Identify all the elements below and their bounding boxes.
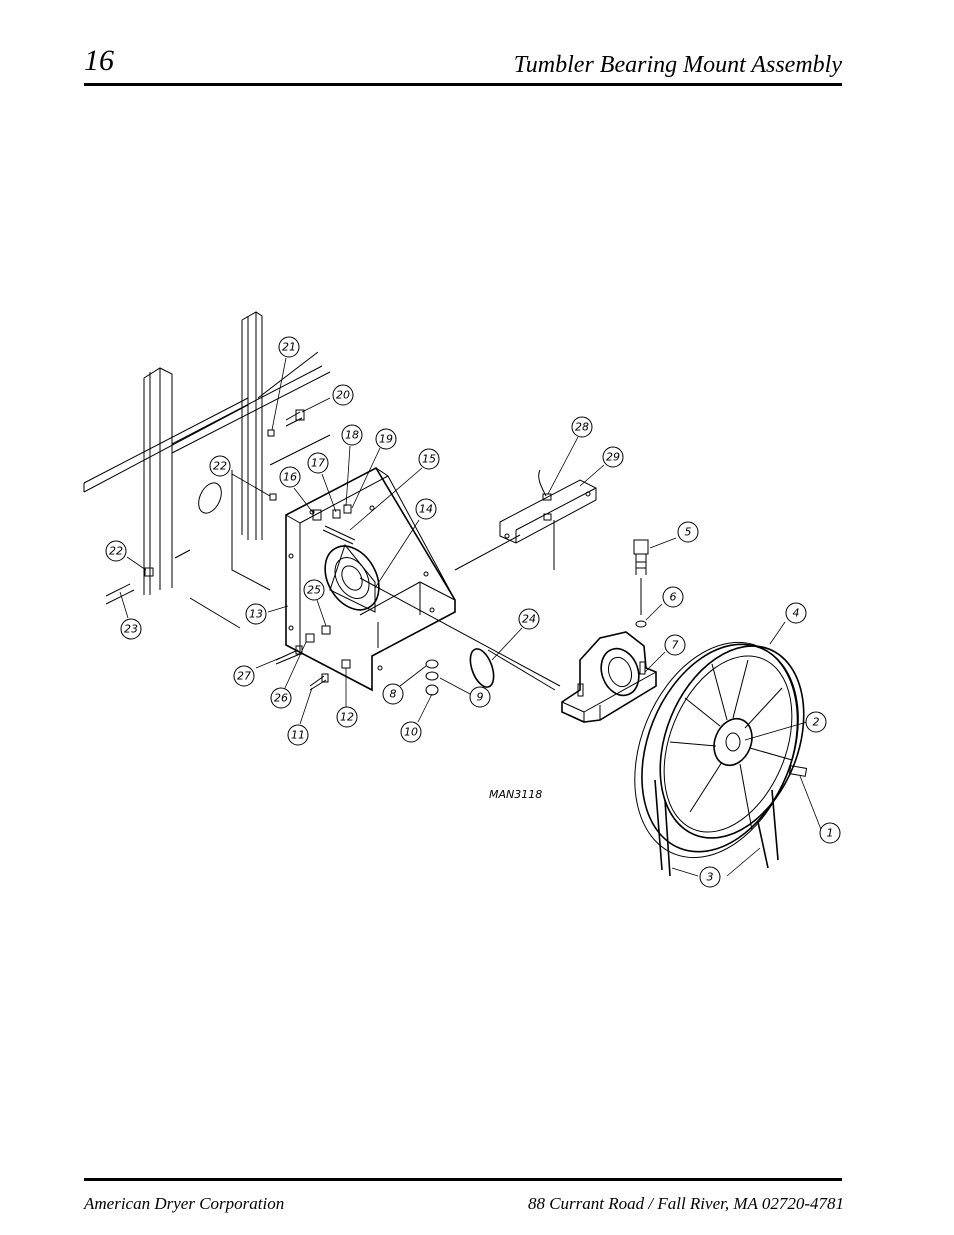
callout-14: 14 [415,498,437,520]
svg-text:9: 9 [477,691,484,704]
callout-3: 3 [699,866,721,888]
footer-company: American Dryer Corporation [84,1194,285,1213]
callout-13: 13 [245,603,267,625]
svg-text:6: 6 [670,591,677,604]
pillow-block-bearing [561,631,657,723]
callout-1: 1 [819,822,841,844]
callout-5: 5 [677,521,699,543]
callout-22-upper: 22 [209,455,231,477]
callout-6: 6 [662,586,684,608]
callout-19: 19 [375,428,397,450]
svg-text:22: 22 [109,545,123,558]
callout-29: 29 [602,446,624,468]
svg-text:18: 18 [345,429,359,442]
callout-21: 21 [278,336,300,358]
svg-text:3: 3 [707,871,714,884]
svg-text:25: 25 [307,584,321,597]
svg-text:16: 16 [283,471,297,484]
page-title: Tumbler Bearing Mount Assembly [513,52,842,78]
svg-text:23: 23 [124,623,138,636]
callout-17: 17 [307,452,329,474]
callout-24: 24 [518,608,540,630]
svg-text:8: 8 [390,688,397,701]
frame-post-left [143,367,173,595]
callout-15: 15 [418,448,440,470]
callout-20: 20 [332,384,354,406]
axis-line-2 [487,649,556,691]
svg-text:21: 21 [282,341,296,354]
svg-text:2: 2 [813,716,820,729]
svg-text:4: 4 [793,607,800,620]
axis-line [454,534,521,571]
callout-leaders [119,357,823,877]
callout-10: 10 [400,721,422,743]
retaining-ring [469,648,495,688]
callout-22-lower: 22 [105,540,127,562]
svg-text:14: 14 [419,503,433,516]
frame-access-hole [198,482,222,514]
callout-25: 25 [303,579,325,601]
sensor-bracket [499,469,597,570]
svg-text:24: 24 [522,613,536,626]
frame-post-right [241,311,263,540]
footer-rule [84,1178,842,1181]
svg-text:28: 28 [575,421,589,434]
svg-text:5: 5 [685,526,692,539]
hex-bolt [633,539,649,628]
drawing-code: MAN3118 [489,788,542,801]
svg-text:17: 17 [311,457,325,470]
wall-outline [174,434,331,629]
svg-text:29: 29 [606,451,620,464]
svg-text:11: 11 [291,729,305,742]
callout-18: 18 [341,424,363,446]
svg-text:10: 10 [404,726,418,739]
callout-2: 2 [805,711,827,733]
svg-text:15: 15 [422,453,436,466]
callout-27: 27 [233,665,255,687]
callout-28: 28 [571,416,593,438]
svg-text:20: 20 [336,389,350,402]
svg-text:1: 1 [827,827,834,840]
bearing-mount-bracket [285,466,456,692]
svg-text:26: 26 [274,692,288,705]
callout-23: 23 [120,618,142,640]
shaft-key [788,765,808,777]
callout-9: 9 [469,686,491,708]
svg-text:13: 13 [249,608,263,621]
svg-text:12: 12 [340,711,354,724]
callout-26: 26 [270,687,292,709]
svg-text:27: 27 [237,670,251,683]
footer-address: 88 Currant Road / Fall River, MA 02720-4… [527,1194,844,1213]
pulley-and-belt [634,641,805,877]
callout-11: 11 [287,724,309,746]
callout-16: 16 [279,466,301,488]
callout-12: 12 [336,706,358,728]
callout-4: 4 [785,602,807,624]
callout-7: 7 [664,634,686,656]
svg-text:19: 19 [379,433,393,446]
svg-text:22: 22 [213,460,227,473]
page-number: 16 [84,44,114,77]
shaft-centerline [359,577,561,687]
svg-text:7: 7 [672,639,679,652]
header-rule [84,83,842,86]
fastener-hardware [105,409,439,696]
callout-8: 8 [382,683,404,705]
